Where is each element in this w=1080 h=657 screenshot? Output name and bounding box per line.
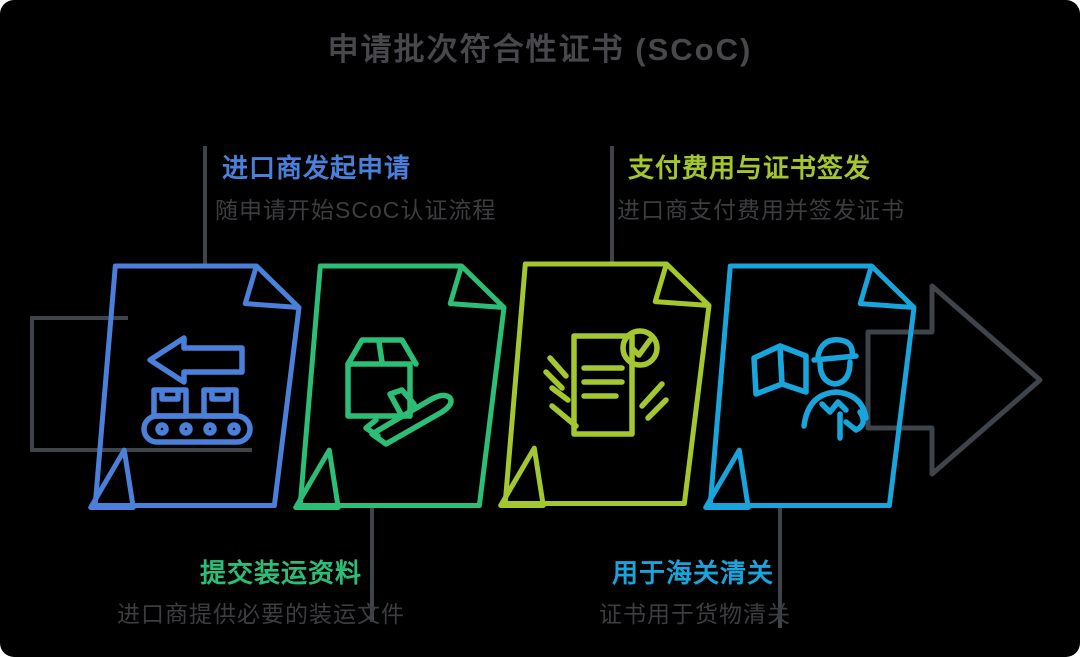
page-fold-corner (450, 266, 504, 308)
left-hand (547, 355, 569, 379)
cap-brim (811, 353, 859, 363)
customs-officer-icon (751, 337, 869, 441)
page-curl-corner (706, 450, 749, 507)
step1-subtitle: 随申请开始SCoC认证流程 (215, 197, 497, 223)
check-circle (620, 328, 660, 368)
step4-subtitle: 证书用于货物清关 (599, 601, 791, 627)
step4-heading: 用于海关清关 (612, 558, 775, 588)
package-airplane-icon (345, 337, 454, 447)
officer-face (817, 359, 853, 387)
feedback-loop-line (30, 316, 252, 452)
airplane-body (369, 392, 454, 447)
officer-shoulders (801, 389, 869, 429)
collar-zigzag (819, 399, 849, 415)
page-outline (505, 264, 709, 504)
officer-cap (815, 337, 855, 359)
step2-subtitle: 进口商提供必要的装运文件 (117, 601, 405, 627)
open-booklet-right (777, 343, 809, 395)
step3-subtitle: 进口商支付费用并签发证书 (617, 197, 905, 223)
certificate-document (571, 333, 635, 437)
page-outline (300, 266, 504, 506)
page-fold-corner (655, 264, 709, 306)
parcel-box (201, 387, 239, 419)
page-outline (710, 266, 914, 506)
diagram-title: 申请批次符合性证书 (SCoC) (327, 32, 753, 67)
box-lid (345, 337, 419, 367)
check-mark (629, 337, 653, 358)
step1-page-shape (91, 266, 299, 508)
page-outline (95, 266, 299, 506)
box-body (345, 361, 413, 419)
page-curl-corner (296, 450, 339, 507)
flow-arrow-right-icon (865, 283, 1043, 477)
officer-hand (843, 409, 866, 433)
step2-heading: 提交装运资料 (200, 558, 363, 588)
conveyor-belt (141, 413, 253, 445)
import-conveyor-icon (141, 335, 253, 445)
page-curl-corner (91, 450, 134, 507)
step2-page-shape (296, 266, 504, 508)
step3-heading: 支付费用与证书签发 (628, 153, 872, 183)
left-arrow-icon (147, 335, 245, 385)
right-hand (639, 381, 665, 409)
certificate-check-icon (543, 328, 669, 437)
page-fold-corner (245, 266, 299, 308)
page-curl-corner (501, 448, 544, 505)
label-connector-lines (203, 146, 782, 628)
step1-heading: 进口商发起申请 (222, 153, 412, 183)
page-fold-corner (860, 266, 914, 308)
step4-page-shape (706, 266, 914, 508)
airplane-wing (387, 387, 417, 419)
airplane-tail (363, 417, 381, 439)
step3-page-shape (501, 264, 709, 506)
parcel-box (151, 387, 189, 419)
